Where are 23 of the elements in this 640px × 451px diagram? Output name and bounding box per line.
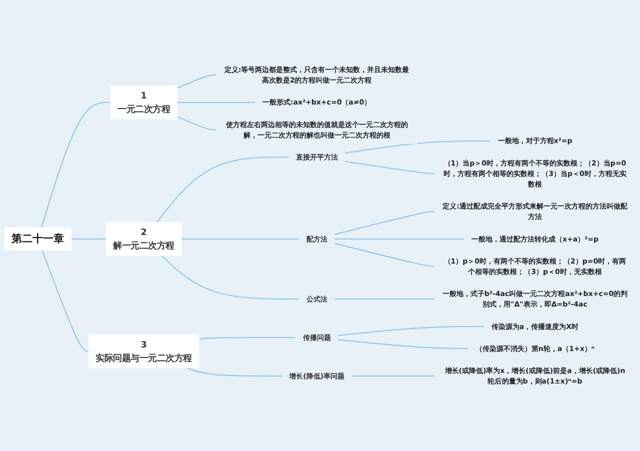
connector	[156, 156, 290, 223]
connector	[161, 255, 300, 300]
connector	[40, 102, 111, 228]
connector	[176, 102, 256, 103]
connector	[70, 238, 107, 240]
node-box: 2 解一元二次方程	[106, 222, 182, 256]
connector	[337, 339, 469, 350]
connector	[186, 367, 283, 376]
node-box: 3 实际问题与一元二次方程	[88, 334, 200, 368]
connector	[334, 298, 436, 300]
connector	[176, 74, 217, 89]
connector	[337, 326, 485, 336]
connector	[181, 238, 300, 240]
connector	[334, 242, 436, 267]
connector	[176, 116, 217, 130]
connector	[198, 337, 296, 340]
node-box: 1 一元二次方程	[110, 85, 178, 120]
node-box: 第二十一章	[4, 227, 72, 251]
connector	[42, 250, 90, 352]
connector	[334, 211, 436, 235]
connector	[344, 161, 436, 174]
connector	[334, 238, 465, 240]
connector	[344, 140, 492, 154]
